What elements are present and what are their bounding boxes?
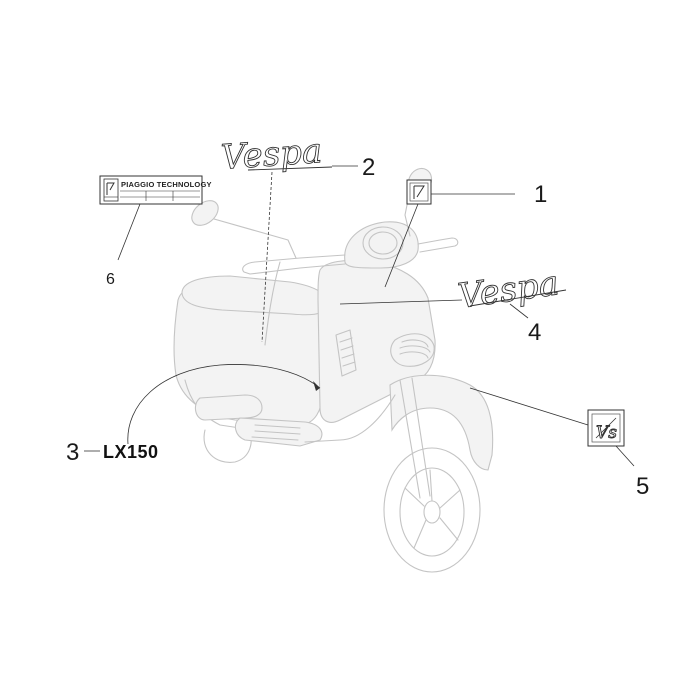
model-badge-text: LX150 — [103, 442, 159, 462]
speedometer-bezel — [368, 231, 398, 255]
front-fender — [389, 374, 494, 471]
callout-6: 6 — [106, 271, 115, 288]
vespa-logo-side: Vespa — [455, 263, 567, 317]
vs-script: Vs — [596, 423, 617, 443]
plate-p-icon — [106, 182, 115, 195]
floorboard-ribs — [251, 424, 301, 441]
front-tire — [383, 447, 481, 573]
piaggio-p-badge — [406, 179, 432, 205]
front-rim — [399, 467, 465, 557]
callout-3: 3 — [66, 439, 79, 466]
leader-1-target — [384, 203, 419, 288]
frame-spine — [304, 394, 396, 443]
callout-numbers: 1 2 3 4 5 6 — [66, 154, 649, 500]
leader-4-num — [509, 303, 529, 319]
mirror-stem-left — [199, 214, 297, 259]
leader-2-target — [261, 171, 273, 343]
plate-text: PIAGGIO TECHNOLOGY — [121, 180, 212, 189]
front-fork — [399, 377, 431, 499]
leader-3-arrow — [313, 381, 320, 391]
exhaust — [194, 394, 263, 421]
callout-2: 2 — [362, 154, 375, 181]
vespa-script-upper: Vespa — [220, 131, 324, 178]
handlebar-right — [417, 237, 459, 253]
leader-4-target — [339, 299, 463, 305]
handlebar-left — [242, 254, 346, 275]
vespa-logo-upper: Vespa — [219, 131, 333, 178]
horn-grille — [399, 339, 431, 359]
brake-cable — [264, 261, 281, 346]
vespa-underline-upper — [247, 166, 333, 171]
callout-4: 4 — [528, 319, 541, 346]
mirror-left — [191, 200, 219, 226]
callout-5: 5 — [636, 473, 649, 500]
plate-logo-box — [103, 178, 119, 202]
leader-lines — [84, 165, 635, 467]
p-icon — [413, 185, 425, 199]
leader-3-curve — [127, 364, 321, 445]
front-spokes — [404, 469, 461, 549]
callout-1: 1 — [534, 181, 547, 208]
vs-emblem: Vs — [587, 409, 625, 447]
vespa-underline-side — [469, 289, 567, 307]
leader-6 — [117, 203, 141, 261]
scooter-drawing — [173, 167, 494, 573]
piaggio-technology-plate: PIAGGIO TECHNOLOGY — [99, 175, 212, 205]
leader-5-num — [615, 445, 635, 467]
leader-5-target — [469, 387, 589, 426]
side-vent — [335, 329, 357, 377]
vespa-script-side: Vespa — [456, 263, 562, 317]
